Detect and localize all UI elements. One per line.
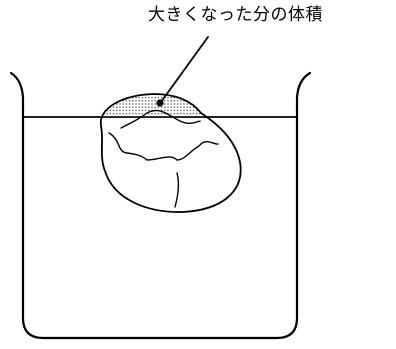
beaker-outline <box>9 71 312 340</box>
object-wrinkle-line <box>120 109 201 129</box>
callout-leader-line <box>160 36 209 103</box>
object-outline <box>100 93 242 213</box>
expanded-volume-region <box>102 94 207 117</box>
callout-anchor-dot <box>156 99 164 107</box>
object-wrinkle-line <box>174 172 180 208</box>
expanded-volume-label: 大きくなった分の体積 <box>148 5 323 25</box>
object-wrinkle-line <box>108 132 219 161</box>
